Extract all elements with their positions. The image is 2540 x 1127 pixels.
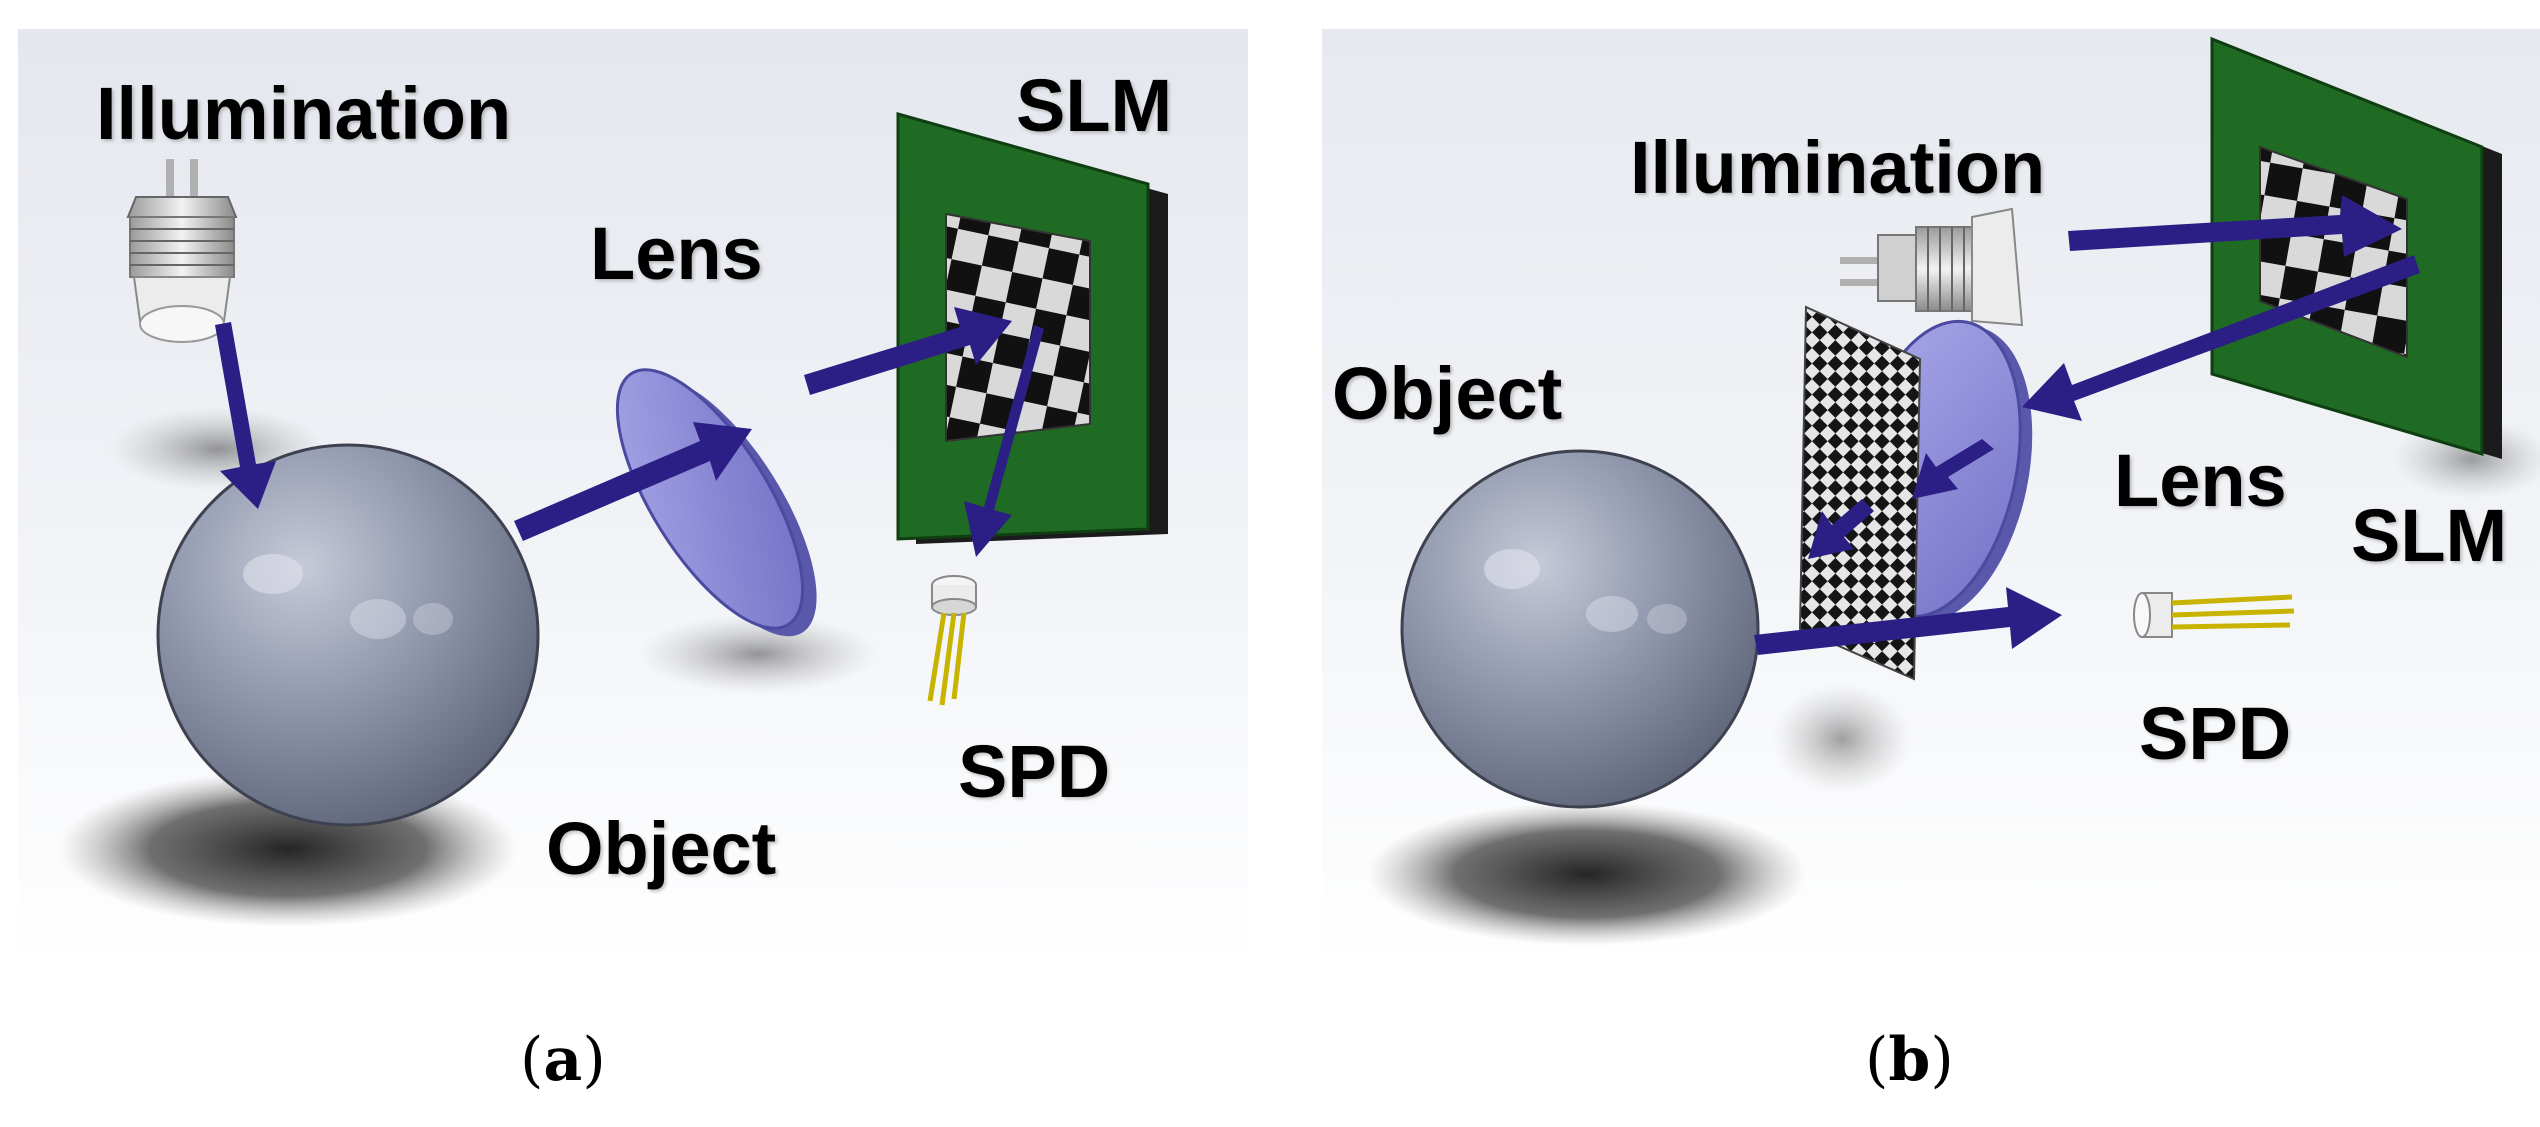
illumination-led-icon: [1840, 207, 2024, 327]
caption-a: (a): [520, 1025, 606, 1095]
beam-arrows: [1754, 195, 2420, 655]
label-object: Object: [546, 807, 777, 890]
arrow-lens-to-slm: [804, 307, 1012, 395]
panel-b-scene: [1322, 29, 2540, 965]
label-slm: SLM: [1016, 64, 1173, 147]
spd-detector-icon: [2133, 592, 2295, 638]
beam-arrows: [215, 307, 1044, 557]
panel-a-scene: [18, 29, 1248, 965]
arrow-illumination-to-slm: [2068, 195, 2402, 257]
label-slm: SLM: [2351, 494, 2508, 577]
object-sphere: [1400, 449, 1760, 809]
label-illumination: Illumination: [1630, 126, 2046, 209]
label-spd: SPD: [958, 730, 1111, 813]
coded-mask: [1798, 305, 1922, 681]
spd-detector-icon: [927, 575, 977, 706]
arrow-object-to-spd: [1754, 587, 2062, 655]
label-object: Object: [1332, 352, 1563, 435]
lens-shadow: [638, 614, 878, 694]
arrow-lens-to-mask: [1912, 439, 1994, 499]
object-shadow: [1367, 802, 1807, 946]
label-spd: SPD: [2139, 692, 2292, 775]
mask-shadow: [1772, 684, 1912, 794]
arrow-object-to-lens: [514, 422, 752, 541]
label-illumination: Illumination: [96, 72, 512, 155]
lens-disc: [615, 368, 817, 637]
label-lens: Lens: [2114, 439, 2287, 522]
label-lens: Lens: [590, 212, 763, 295]
panel-b: Illumination Object Lens SLM SPD: [1322, 29, 2540, 965]
object-sphere: [156, 443, 540, 827]
illumination-led-icon: [126, 159, 238, 343]
caption-a-letter: a: [543, 1025, 583, 1095]
panel-a: Illumination Lens SLM SPD Object: [18, 29, 1248, 965]
arrow-mask-to-object: [1808, 499, 1874, 559]
caption-b-letter: b: [1888, 1025, 1931, 1095]
arrow-illumination-to-object: [215, 322, 276, 509]
arrow-slm-to-lens: [2022, 255, 2420, 421]
caption-b: (b): [1865, 1025, 1954, 1095]
arrow-slm-to-spd: [964, 325, 1044, 557]
